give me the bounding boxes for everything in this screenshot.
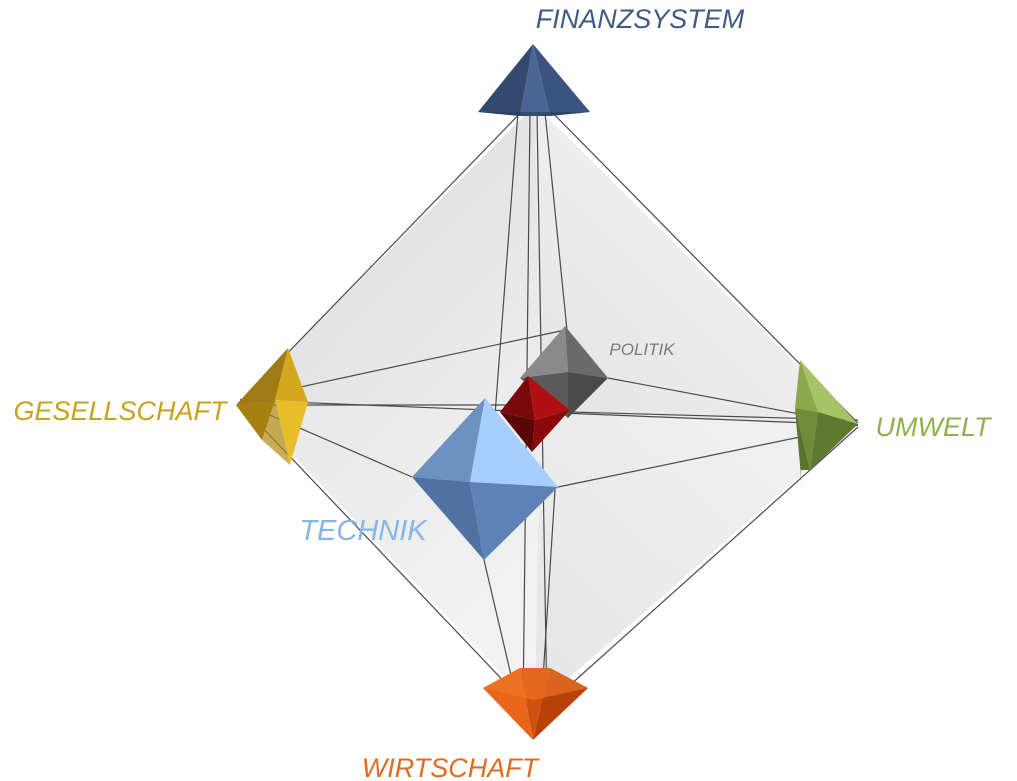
face-lower-right: [535, 410, 858, 708]
face-upper-right: [535, 105, 858, 425]
label-technik: TECHNIK: [299, 515, 428, 547]
label-politik: POLITIK: [609, 340, 675, 359]
umwelt-node: [795, 360, 858, 488]
center-node: [500, 376, 570, 452]
finanzsystem-node: [478, 44, 590, 116]
label-wirtschaft: WIRTSCHAFT: [362, 753, 541, 781]
label-gesellschaft: GESELLSCHAFT: [13, 396, 229, 426]
octahedron-faces: [240, 105, 858, 708]
gesellschaft-node: [236, 348, 308, 465]
edge-vertical-4: [544, 111, 568, 331]
face-upper-left: [240, 105, 540, 410]
label-umwelt: UMWELT: [876, 412, 993, 442]
edge-bottom-right: [539, 426, 859, 713]
label-finanzsystem: FINANZSYSTEM: [536, 4, 745, 34]
technik-node: [412, 398, 558, 560]
wirtschaft-node: [483, 668, 588, 740]
